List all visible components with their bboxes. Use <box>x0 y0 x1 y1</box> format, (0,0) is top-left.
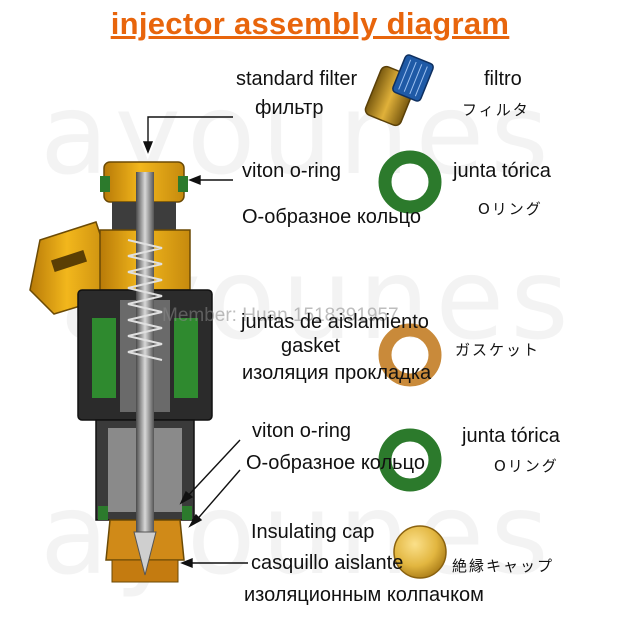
gasket-label-jp: ガスケット <box>455 341 541 359</box>
gasket-ring-icon <box>378 323 442 387</box>
upper-o-ring-label-jp: Oリング <box>478 200 543 218</box>
filter-label-en: standard filter <box>236 68 358 90</box>
filter-label-es: filtro <box>484 68 522 90</box>
filter-screen-icon <box>364 54 434 127</box>
cap-label-es: casquillo aislante <box>251 552 404 574</box>
o-ring-icon <box>378 428 442 492</box>
lower-o-ring-label-es: junta tórica <box>462 425 560 447</box>
diagram-title: injector assembly diagram <box>110 6 510 41</box>
lower-o-ring-label-jp: Oリング <box>494 457 559 475</box>
watermark-member: Member: Huan 1518391957 <box>162 305 399 326</box>
gasket-label-ru: изоляция прокладка <box>242 362 432 384</box>
o-ring-icon <box>378 150 442 214</box>
filter-label-jp: フィルタ <box>462 101 530 119</box>
upper-o-ring-label-ru: О-образное кольцо <box>242 206 421 228</box>
filter-label-ru: фильтр <box>255 97 324 119</box>
lower-o-ring-label-ru: О-образное кольцо <box>246 452 425 474</box>
cap-label-ru: изоляционным колпачком <box>244 584 484 606</box>
upper-o-ring-label-en: viton o-ring <box>242 160 341 182</box>
fuel-injector-drawing <box>29 161 213 583</box>
cap-label-jp: 絶縁キャップ <box>452 557 555 575</box>
cap-label-en: Insulating cap <box>251 521 375 543</box>
gasket-label-es: juntas de aislamiento <box>241 311 429 333</box>
insulating-cap-icon <box>393 525 447 579</box>
leader-lines <box>142 116 248 569</box>
gasket-label-en: gasket <box>281 335 340 357</box>
lower-o-ring-label-en: viton o-ring <box>252 420 351 442</box>
upper-o-ring-label-es: junta tórica <box>453 160 551 182</box>
